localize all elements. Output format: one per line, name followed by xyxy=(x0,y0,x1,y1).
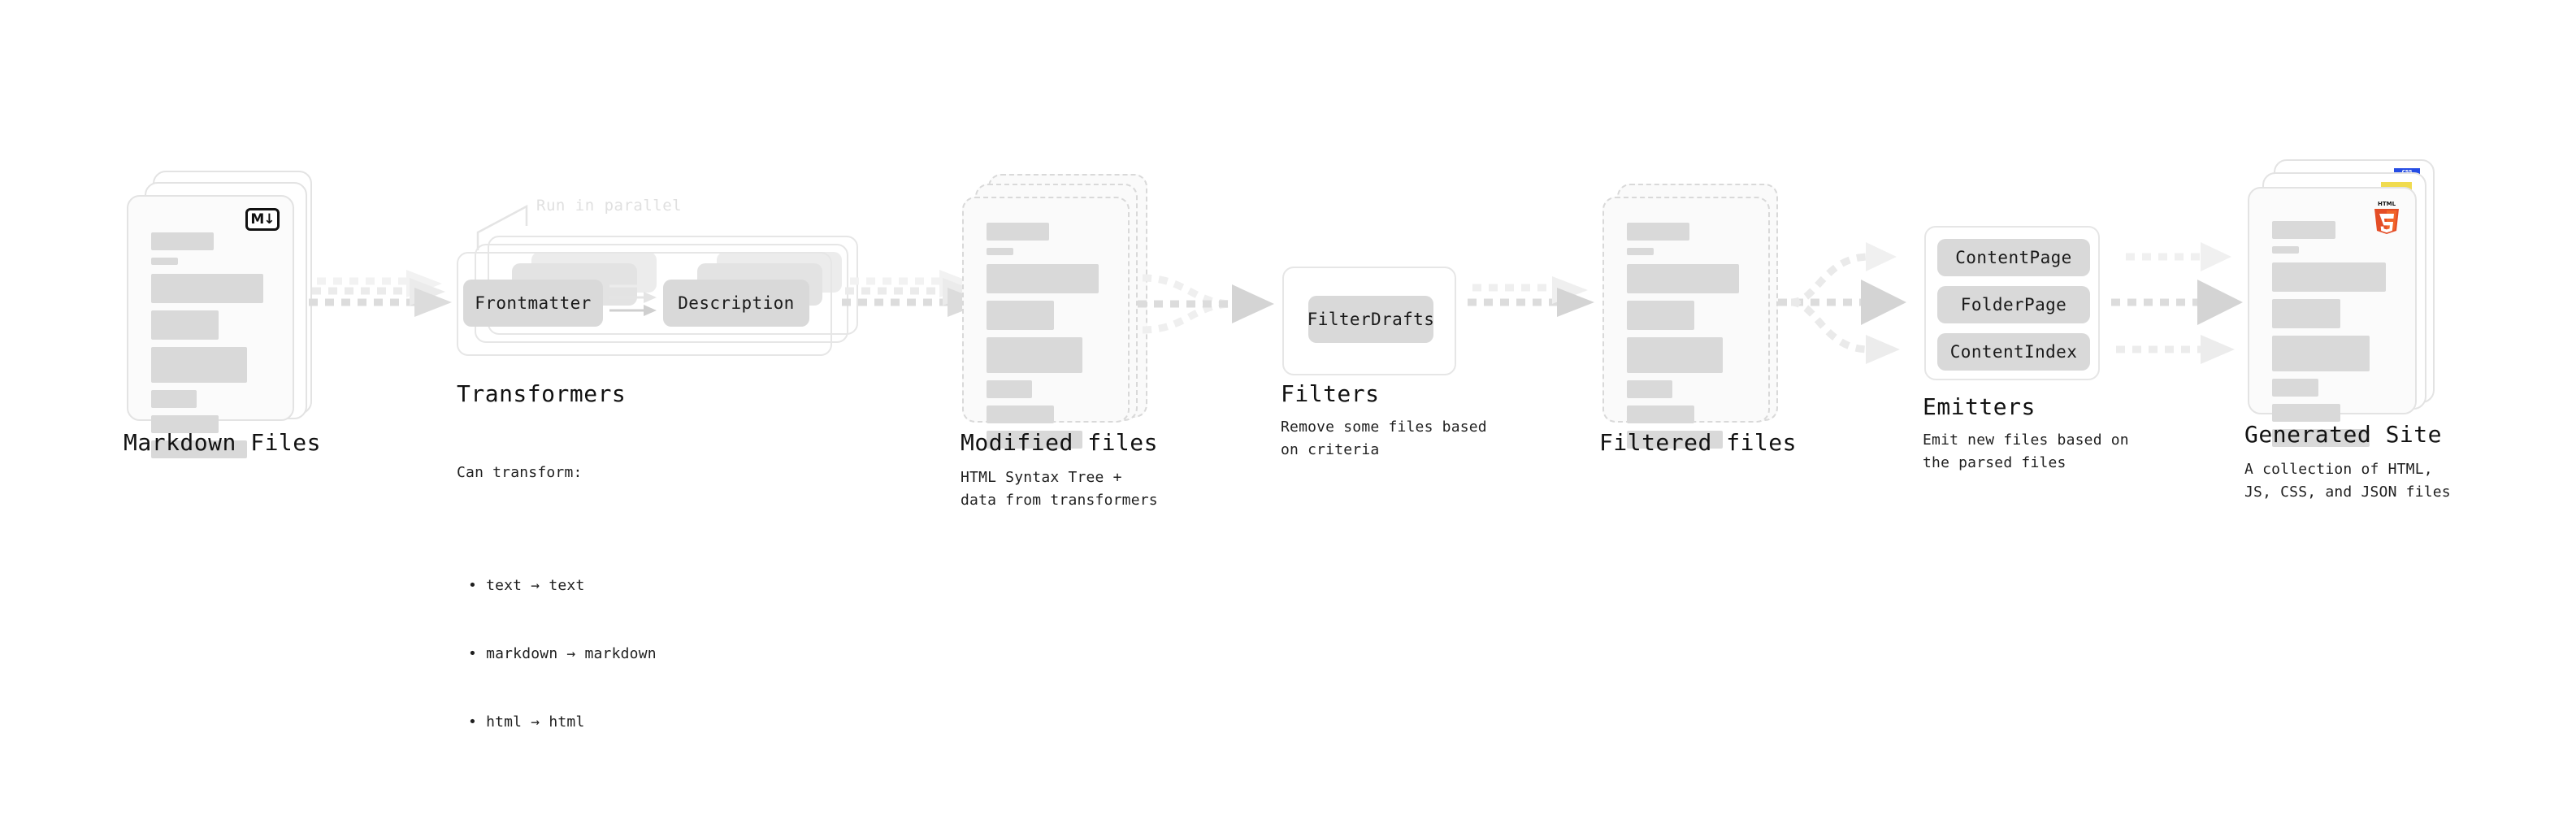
content-bar xyxy=(987,431,1083,449)
stage-title-filters: Filters xyxy=(1281,380,1380,407)
content-bar xyxy=(2272,221,2335,239)
transformers-bullet: • markdown → markdown xyxy=(468,644,657,662)
stage-title-transformers: Transformers xyxy=(457,380,627,407)
stage-title-emitters: Emitters xyxy=(1923,393,2036,420)
content-bar xyxy=(987,380,1033,398)
connector-filtered-to-emitters xyxy=(1778,242,1906,364)
content-bar xyxy=(151,390,197,408)
stage-desc-modified: HTML Syntax Tree + data from transformer… xyxy=(961,469,1158,509)
content-bar xyxy=(2272,379,2318,397)
content-bar xyxy=(1627,405,1694,423)
content-bar xyxy=(987,223,1049,241)
pipeline-diagram: M↓ Markdown Files xyxy=(124,159,2451,731)
annotation-run-in-parallel: Run in parallel xyxy=(536,197,683,215)
emitters-group-box: ContentPage FolderPage ContentIndex xyxy=(1924,226,2100,380)
content-bar xyxy=(151,415,219,433)
content-bar xyxy=(2272,404,2340,422)
stage-title-generated: Generated Site xyxy=(2244,421,2443,448)
content-bar xyxy=(2272,336,2370,371)
generated-card-content xyxy=(2272,221,2394,454)
filter-chip-filterdrafts[interactable]: FilterDrafts xyxy=(1308,296,1434,343)
transformers-bullet: • html → html xyxy=(468,713,585,731)
markdown-card-front: M↓ xyxy=(127,195,294,458)
connector-filters-to-filtered xyxy=(1468,276,1594,317)
emitter-chip-contentpage[interactable]: ContentPage xyxy=(1937,239,2090,276)
content-bar xyxy=(987,301,1054,330)
emitter-chip-contentindex[interactable]: ContentIndex xyxy=(1937,333,2090,371)
stage-title-markdown: Markdown Files xyxy=(124,429,322,456)
content-bar xyxy=(987,264,1099,293)
content-bar xyxy=(987,405,1054,423)
stage-desc-emitters: Emit new files based on the parsed files xyxy=(1923,432,2129,471)
content-bar xyxy=(2272,246,2299,254)
stage-desc-transformers: Can transform: • text → text • markdown … xyxy=(457,416,657,824)
content-bar xyxy=(987,248,1013,255)
content-bar xyxy=(151,232,214,250)
markdown-badge-label: M xyxy=(250,210,264,228)
transformers-bullet: • text → text xyxy=(468,577,585,595)
content-bar xyxy=(987,337,1083,373)
connector-modified-to-filters xyxy=(1138,274,1274,334)
transformer-chip-description[interactable]: Description xyxy=(663,280,809,327)
content-bar xyxy=(1627,248,1654,255)
run-in-parallel-leader-line xyxy=(476,204,528,250)
markdown-arrow-glyph: ↓ xyxy=(263,210,275,228)
content-bar xyxy=(2272,262,2386,292)
content-bar xyxy=(151,347,248,383)
stage-desc-generated: A collection of HTML, JS, CSS, and JSON … xyxy=(2244,461,2451,501)
content-bar xyxy=(151,310,219,340)
connector-markdown-to-transformers xyxy=(309,270,452,317)
modified-card-front xyxy=(962,197,1130,449)
stage-title-filtered: Filtered files xyxy=(1599,429,1798,456)
content-bar xyxy=(151,440,248,458)
content-bar xyxy=(1627,380,1673,398)
markdown-card-content xyxy=(151,232,271,466)
content-bar xyxy=(151,274,263,303)
content-bar xyxy=(151,258,178,265)
svg-text:HTML: HTML xyxy=(2378,201,2396,207)
transformer-group-front xyxy=(457,252,832,356)
content-bar xyxy=(2272,429,2370,447)
content-bar xyxy=(2272,299,2340,328)
emitter-chip-folderpage[interactable]: FolderPage xyxy=(1937,286,2090,323)
generated-card-front: HTML xyxy=(2248,187,2417,447)
connector-emitters-to-generated xyxy=(2111,242,2243,364)
stage-title-modified: Modified files xyxy=(961,429,1159,456)
filtered-card-content xyxy=(1627,223,1747,456)
content-bar xyxy=(1627,431,1724,449)
content-bar xyxy=(1627,337,1724,373)
css-badge-label: css xyxy=(2401,168,2413,175)
stage-desc-filters: Remove some files based on criteria xyxy=(1281,419,1487,458)
content-bar xyxy=(1627,223,1689,241)
content-bar xyxy=(1627,264,1739,293)
transformers-bullet-list: • text → text • markdown → markdown • ht… xyxy=(457,529,657,778)
markdown-badge-icon: M↓ xyxy=(245,208,280,231)
transformer-chip-frontmatter[interactable]: Frontmatter xyxy=(463,280,603,327)
transformer-inner-arrows xyxy=(609,280,657,316)
content-bar xyxy=(1627,301,1694,330)
filtered-card-front xyxy=(1602,197,1770,449)
modified-card-content xyxy=(987,223,1107,456)
transformers-desc-heading: Can transform: xyxy=(457,463,583,481)
filters-group-box: FilterDrafts xyxy=(1282,267,1456,375)
html5-badge-icon: HTML xyxy=(2371,198,2402,234)
